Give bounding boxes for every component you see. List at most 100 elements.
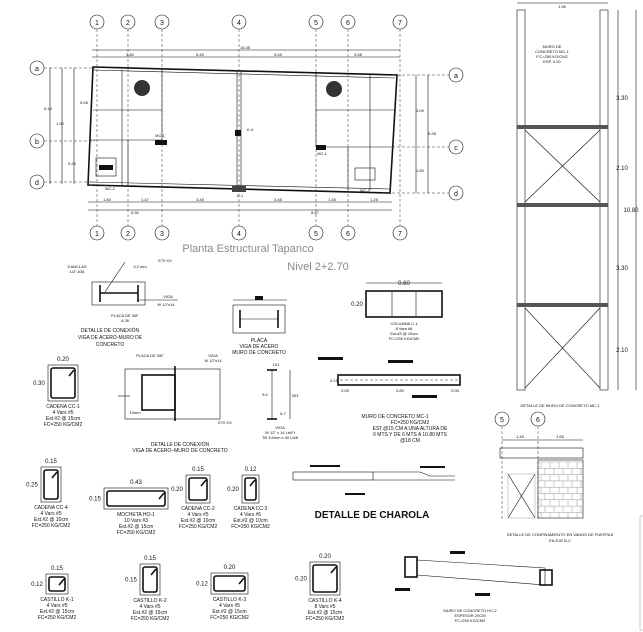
axis-label: 5	[314, 231, 318, 238]
dim: 5.08	[80, 100, 89, 105]
dim: 1.47	[141, 197, 150, 202]
caption: W 12" x 14 Lb/Ft	[265, 430, 296, 435]
dim-height: 0.20	[171, 487, 183, 493]
dim-width: 0.20	[224, 565, 236, 571]
axis-label: d	[454, 191, 458, 198]
dim-width: 0.15	[45, 459, 57, 465]
beam-label: VIGA	[163, 294, 173, 299]
wall-hc2-section: MURO DE CONCRETO HC-2 ESPESOR 20CM FC=25…	[395, 551, 553, 623]
caption: DETALLE DE CONFINAMIENTO EN VANOS DE PUE…	[507, 532, 614, 537]
plan-label: C-1	[237, 193, 244, 198]
caption: FC=250 KG/CM2	[117, 530, 156, 536]
axis-label: 2	[126, 231, 130, 238]
dim: 0.15	[330, 378, 339, 383]
caption: VIGA DE ACERO	[240, 344, 279, 350]
dim-height: 0.30	[33, 381, 45, 387]
axis-label: 2	[126, 20, 130, 27]
wall-mc1-section: 0.15 0.05 0.80 0.05 MURO DE CONCRETO MC-…	[318, 357, 461, 444]
dim: 3.45	[274, 197, 283, 202]
caption: CONCRETO	[96, 342, 125, 348]
dim-width: 1.96	[558, 4, 567, 9]
dim: 1.45	[328, 197, 337, 202]
plan-level: Nivel 2+2.70	[287, 261, 348, 273]
caption: VIGA DE ACERO-MURO DE	[78, 335, 143, 341]
wall-label: F'C=250 KG/CM2	[536, 54, 568, 59]
caption: VIGA	[275, 425, 285, 430]
caption: FC=250 KG/CM2	[391, 420, 430, 426]
connection-detail-2: PLACA DE 3/8" VIGA W 12"x14 13mm E70 XX …	[118, 353, 232, 454]
beam-section: 101 5.0 303 6.7 VIGA W 12" x 14 Lb/Ft TB…	[262, 362, 299, 440]
axis-label: 6	[346, 231, 350, 238]
anchor-label: 5 ANCLAS	[67, 264, 86, 269]
dim-width: 0.60	[398, 281, 410, 287]
weld-label: E70 XX	[158, 258, 172, 263]
dim-width: 0.20	[57, 357, 69, 363]
caption: DETALLE DE CONEXIÓN	[81, 327, 140, 334]
plate-spec: A 36	[121, 318, 130, 323]
caption: 4 Vars #5	[187, 512, 208, 518]
caption: FC=250 KG/CM2	[44, 422, 83, 428]
caption: 8 Vars #6	[396, 326, 414, 331]
caption: Est.#3 @ 10cm	[390, 331, 418, 336]
caption: 8 Vars #5	[314, 604, 335, 610]
dim-height: 0.25	[26, 483, 38, 489]
dim: 1.90	[56, 121, 65, 126]
caption: CASTILLO K-3	[213, 597, 247, 603]
axis-label: 4	[237, 231, 241, 238]
caption: 4 Vars #5	[240, 512, 261, 518]
dim: 6.30	[131, 210, 140, 215]
tray-detail-title: DETALLE DE CHAROLA	[315, 510, 430, 521]
caption: VIGA DE ACERO–MURO DE CONCRETO	[132, 448, 227, 454]
dim: 3.45	[196, 197, 205, 202]
caption: TB 3.6mm x 40 Lb/ft	[262, 435, 299, 440]
caption: 4 Vars #5	[46, 603, 67, 609]
column-c1-section: 0.60 0.20 COLUMNA C-1 8 Vars #6 Est.#3 @…	[351, 281, 443, 341]
axis-label: d	[35, 180, 39, 187]
caption: MOCHETA HO-1	[117, 512, 155, 518]
beam-spec: W 12"x14	[204, 358, 222, 363]
wall-label: CONCRETO MC-1	[535, 49, 569, 54]
dim: 0.80	[396, 388, 405, 393]
caption: FC=250 KG/CM2	[231, 524, 270, 530]
dim: 1.80	[103, 197, 112, 202]
plan-title: Planta Estructural Tapanco	[182, 243, 313, 255]
dim: 0.05	[341, 388, 350, 393]
dim-height: 0.20	[351, 302, 363, 308]
dim: 1.65	[556, 434, 565, 439]
dim-height: 0.15	[89, 497, 101, 503]
plate-label: PLACA DE 3/8"	[136, 353, 164, 358]
right-rooms	[315, 73, 395, 190]
dim: 5.28	[428, 131, 437, 136]
dim: 5.0	[262, 392, 268, 397]
caption: FC=250 KG/CM2	[389, 336, 421, 341]
dim: 15.45	[240, 45, 251, 50]
axis-label: 3	[160, 231, 164, 238]
caption: Est.#2 @ 10cm	[34, 517, 68, 523]
dim: 5.45	[196, 52, 205, 57]
dim: 0.05	[451, 388, 460, 393]
caption: 10 Vars #3	[124, 518, 148, 524]
dim-height: 0.12	[196, 582, 208, 588]
caption: FC=250 KG/CM2	[306, 616, 345, 622]
dim: 101	[273, 362, 280, 367]
caption: CADENA CC-1	[46, 404, 80, 410]
caption: Est.#2 @ 15cm	[119, 524, 153, 530]
plan-label: MC-1	[317, 151, 328, 156]
caption: 4 Vars #5	[52, 410, 73, 416]
axis-label: 7	[398, 20, 402, 27]
plan-outline	[87, 66, 398, 194]
anchor-spec: 1/2" A36	[70, 269, 86, 274]
caption: EN EJE B-C	[549, 538, 571, 543]
axis-label: 6	[536, 417, 540, 424]
caption: @18 CM	[400, 438, 420, 444]
dim-height: 0.20	[227, 487, 239, 493]
caption: Est.#2 @ 10cm	[233, 518, 267, 524]
caption: 4 Vars #5	[40, 511, 61, 517]
dim: 6.7	[280, 411, 286, 416]
caption: CADENA CC-2	[181, 506, 215, 512]
plan-label: K-4	[247, 127, 254, 132]
axis-label: 1	[95, 20, 99, 27]
caption: FC=250 KG/CM2	[455, 618, 487, 623]
